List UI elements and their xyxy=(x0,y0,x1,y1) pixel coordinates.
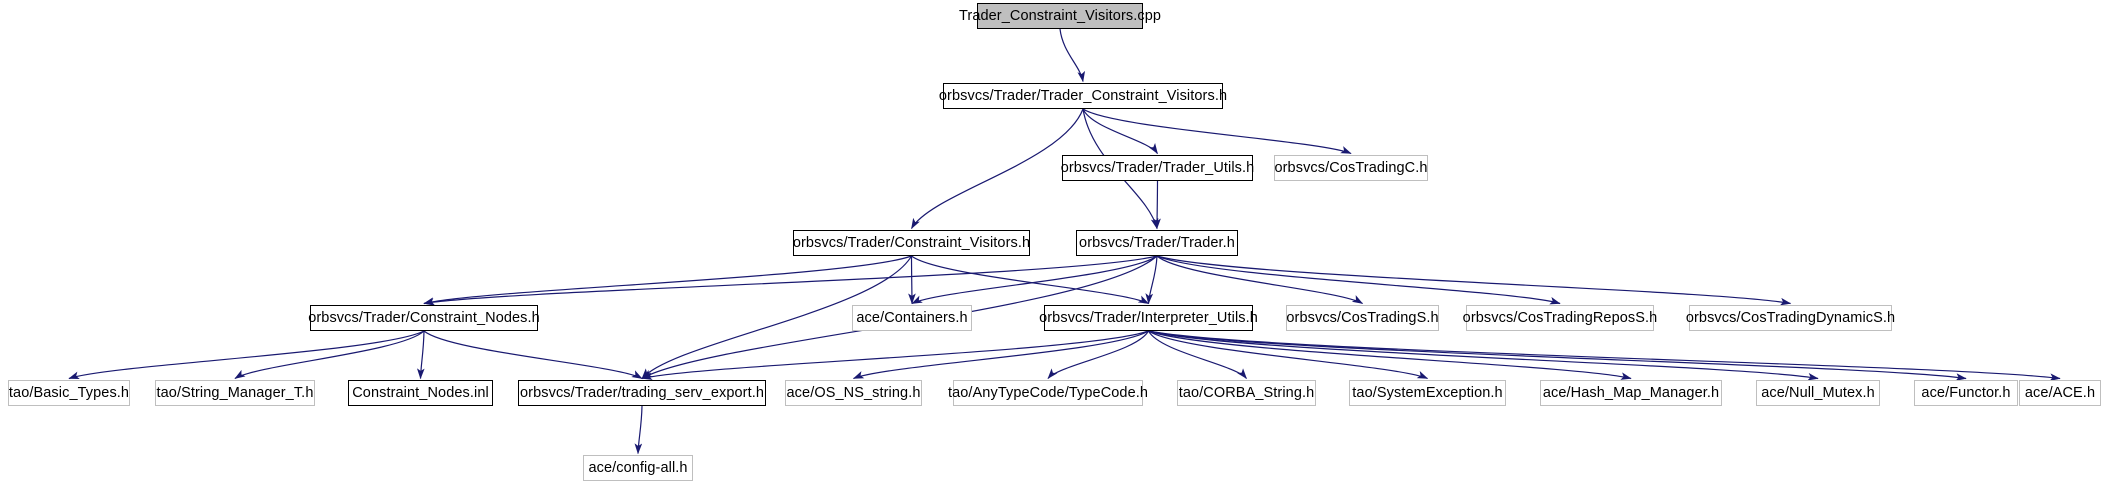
graph-edge xyxy=(911,255,1158,305)
graph-node-label: orbsvcs/Trader/trading_serv_export.h xyxy=(519,384,765,401)
graph-node-label: tao/CORBA_String.h xyxy=(1178,384,1315,401)
graph-node[interactable]: orbsvcs/Trader/Constraint_Nodes.h xyxy=(308,305,540,331)
graph-node[interactable]: orbsvcs/CosTradingS.h xyxy=(1286,305,1439,331)
graph-edge xyxy=(1082,108,1158,155)
graph-edge xyxy=(852,330,1149,380)
graph-edge xyxy=(1145,255,1158,305)
graph-node[interactable]: ace/Functor.h xyxy=(1914,380,2018,406)
graph-node[interactable]: ace/Null_Mutex.h xyxy=(1756,380,1880,406)
graph-node[interactable]: tao/CORBA_String.h xyxy=(1177,380,1316,406)
graph-edge xyxy=(634,405,643,455)
graph-node-label: orbsvcs/Trader/Trader_Constraint_Visitor… xyxy=(938,87,1228,104)
graph-edge xyxy=(1148,330,1632,380)
graph-node-label: tao/SystemException.h xyxy=(1352,384,1503,401)
graph-edge xyxy=(68,330,425,380)
graph-edge xyxy=(641,330,1149,380)
graph-node-label: ace/Null_Mutex.h xyxy=(1761,384,1875,401)
graph-edge xyxy=(1156,255,1364,305)
graph-node-label: orbsvcs/CosTradingS.h xyxy=(1286,309,1439,326)
graph-edge xyxy=(1147,330,1247,380)
graph-node-label: ace/Hash_Map_Manager.h xyxy=(1542,384,1720,401)
graph-node[interactable]: ace/Hash_Map_Manager.h xyxy=(1540,380,1722,406)
graph-node-label: orbsvcs/CosTradingDynamicS.h xyxy=(1685,309,1896,326)
graph-node[interactable]: orbsvcs/Trader/trading_serv_export.h xyxy=(518,380,766,406)
graph-node-label: ace/Containers.h xyxy=(856,309,968,326)
graph-node-label: ace/OS_NS_string.h xyxy=(786,384,921,401)
graph-node[interactable]: orbsvcs/CosTradingC.h xyxy=(1274,155,1428,181)
graph-node[interactable]: ace/Containers.h xyxy=(852,305,972,331)
graph-edge xyxy=(1082,108,1352,155)
graph-node[interactable]: ace/config-all.h xyxy=(583,455,693,481)
graph-edge xyxy=(1047,330,1150,380)
graph-node-label: orbsvcs/Trader/Trader_Utils.h xyxy=(1060,159,1255,176)
graph-node-label: ace/config-all.h xyxy=(588,459,688,476)
graph-node[interactable]: orbsvcs/Trader/Constraint_Visitors.h xyxy=(793,230,1030,256)
graph-node[interactable]: Trader_Constraint_Visitors.cpp xyxy=(959,3,1161,29)
graph-edge xyxy=(908,255,916,305)
graph-edge xyxy=(1059,28,1086,83)
graph-node-label: ace/ACE.h xyxy=(2024,384,2096,401)
graph-node[interactable]: orbsvcs/CosTradingDynamicS.h xyxy=(1686,305,1895,331)
graph-edge xyxy=(911,255,1150,305)
graph-edge xyxy=(1148,330,2061,382)
graph-node-label: Trader_Constraint_Visitors.cpp xyxy=(958,7,1162,24)
graph-node[interactable]: orbsvcs/Trader/Trader_Constraint_Visitor… xyxy=(939,83,1227,109)
graph-node[interactable]: tao/String_Manager_T.h xyxy=(155,380,315,406)
graph-node-label: orbsvcs/Trader/Constraint_Nodes.h xyxy=(308,309,540,326)
graph-node-label: orbsvcs/Trader/Interpreter_Utils.h xyxy=(1039,309,1258,326)
graph-node-label: orbsvcs/Trader/Constraint_Visitors.h xyxy=(792,234,1031,251)
graph-edge xyxy=(1156,255,1561,305)
graph-edge xyxy=(416,330,425,380)
graph-node-label: tao/String_Manager_T.h xyxy=(156,384,314,401)
graph-node[interactable]: tao/Basic_Types.h xyxy=(8,380,130,406)
graph-node[interactable]: orbsvcs/Trader/Trader.h xyxy=(1076,230,1238,256)
graph-edge xyxy=(1153,180,1161,230)
graph-node-label: tao/Basic_Types.h xyxy=(8,384,130,401)
graph-node[interactable]: orbsvcs/CosTradingReposS.h xyxy=(1463,305,1657,331)
graph-edge xyxy=(423,330,643,380)
graph-node-label: orbsvcs/CosTradingReposS.h xyxy=(1462,309,1658,326)
graph-node-label: Constraint_Nodes.inl xyxy=(352,384,489,401)
graph-edge xyxy=(1148,330,1429,380)
graph-edge xyxy=(1148,330,1819,381)
graph-node[interactable]: tao/SystemException.h xyxy=(1349,380,1506,406)
graph-edge xyxy=(423,255,1158,306)
graph-node[interactable]: orbsvcs/Trader/Trader_Utils.h xyxy=(1061,155,1254,181)
graph-node[interactable]: tao/AnyTypeCode/TypeCode.h xyxy=(948,380,1148,406)
graph-node-label: orbsvcs/Trader/Trader.h xyxy=(1079,234,1235,251)
graph-edge xyxy=(423,255,912,305)
graph-node-label: tao/AnyTypeCode/TypeCode.h xyxy=(947,384,1149,401)
graph-node-label: ace/Functor.h xyxy=(1921,384,2011,401)
graph-edge xyxy=(1148,330,1967,381)
graph-node-label: orbsvcs/CosTradingC.h xyxy=(1274,159,1428,176)
graph-node[interactable]: orbsvcs/Trader/Interpreter_Utils.h xyxy=(1039,305,1258,331)
graph-node[interactable]: ace/ACE.h xyxy=(2019,380,2101,406)
graph-edge xyxy=(234,330,425,380)
graph-node[interactable]: ace/OS_NS_string.h xyxy=(785,380,922,406)
graph-edge xyxy=(1156,255,1792,306)
graph-node[interactable]: Constraint_Nodes.inl xyxy=(348,380,493,406)
